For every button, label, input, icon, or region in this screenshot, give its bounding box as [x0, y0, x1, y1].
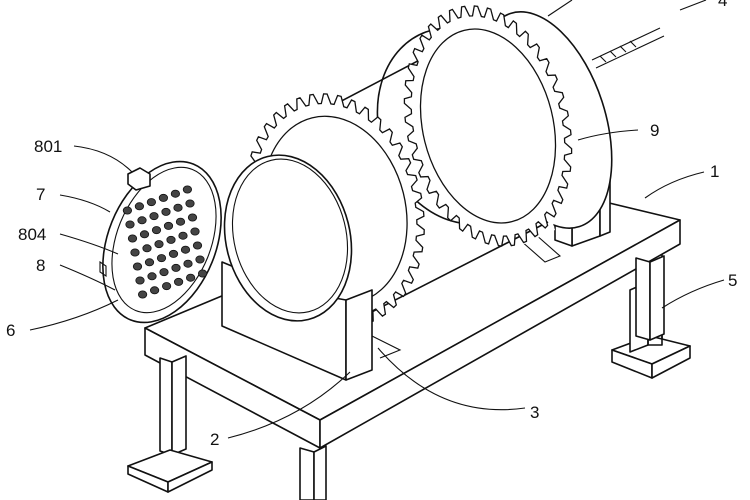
sieve-hole — [137, 216, 147, 225]
sieve-hole — [170, 189, 180, 198]
sieve-hole — [174, 277, 184, 286]
label-9: 9 — [650, 121, 659, 140]
leg-front-center — [299, 445, 327, 500]
label-4: 4 — [718, 0, 727, 10]
sieve-holes — [122, 185, 208, 299]
sieve-hole — [182, 185, 192, 194]
sieve-hole — [147, 272, 157, 281]
sieve-hole — [134, 202, 144, 211]
label-801: 801 — [34, 137, 62, 156]
sieve-hole — [122, 206, 133, 215]
label-8: 8 — [36, 256, 45, 275]
sieve-hole — [135, 276, 145, 285]
drive-shaft — [591, 27, 665, 69]
label-3: 3 — [530, 403, 539, 422]
label-5: 5 — [728, 271, 737, 290]
label-2: 2 — [210, 430, 219, 449]
sieve-hole — [162, 282, 172, 291]
sieve-hole — [171, 263, 181, 272]
sieve-hole — [144, 258, 155, 267]
sieve-hole — [168, 249, 179, 258]
sieve-hole — [175, 217, 186, 226]
sieve-hole — [163, 221, 174, 230]
sieve-hole — [149, 212, 159, 221]
sieve-hole — [130, 248, 140, 257]
gear-hub-ring — [419, 28, 557, 224]
sieve-hole — [159, 268, 169, 277]
sieve-hole — [192, 241, 203, 250]
sieve-hole — [154, 240, 164, 249]
end-door-plate — [99, 160, 222, 324]
hinge-block — [127, 167, 151, 191]
sieve-hole — [190, 227, 200, 236]
rear-ring-gear — [403, 5, 573, 247]
sieve-hole — [166, 235, 176, 244]
sieve-hole — [156, 254, 167, 263]
sieve-hole — [187, 213, 198, 222]
leg-right — [635, 255, 665, 341]
sieve-hole — [142, 244, 152, 253]
sieve-hole — [146, 198, 156, 207]
sieve-hole — [138, 290, 148, 299]
leader-lines — [29, 0, 725, 439]
sieve-hole — [178, 231, 188, 240]
sieve-hole — [185, 199, 195, 208]
sieve-hole — [125, 220, 135, 229]
sieve-hole — [173, 203, 183, 212]
label-6: 6 — [6, 321, 15, 340]
sieve-hole — [132, 262, 143, 271]
label-1: 1 — [710, 162, 719, 181]
table-top-right-edge — [319, 219, 681, 449]
sieve-hole — [158, 193, 168, 202]
label-804: 804 — [18, 225, 46, 244]
sieve-hole — [150, 286, 160, 295]
base-table — [127, 177, 691, 500]
sieve-hole — [195, 255, 205, 264]
sieve-hole — [180, 245, 191, 254]
drum-front-opening — [223, 154, 353, 322]
sieve-hole — [139, 230, 150, 239]
callout-labels: 801 7 804 8 6 9 1 5 3 2 4 — [6, 0, 737, 449]
leg-front-left — [127, 355, 213, 493]
sieve-hole — [198, 269, 208, 278]
sieve-hole — [161, 207, 171, 216]
sieve-hole — [151, 226, 162, 235]
label-7: 7 — [36, 185, 45, 204]
drum-front-rim-inner — [231, 158, 349, 314]
sieve-hole — [127, 234, 138, 243]
sieve-hole — [186, 273, 196, 282]
sieve-hole — [183, 259, 193, 268]
